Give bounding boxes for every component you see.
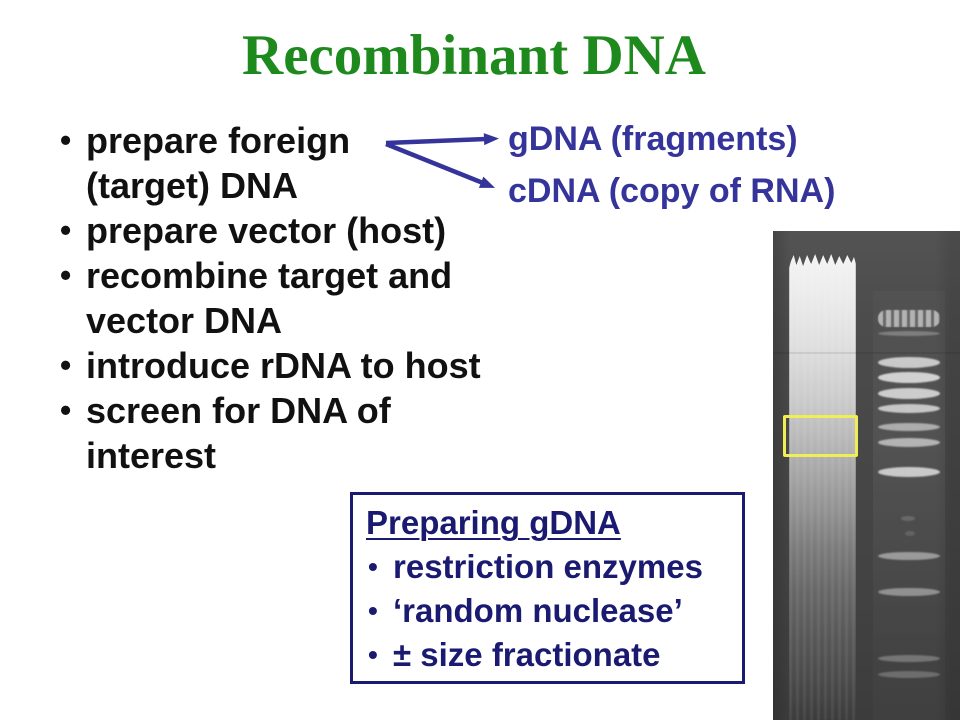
bullet-line: vector DNA [86, 300, 283, 341]
branch-arrows-icon [385, 133, 499, 188]
callout-line: ‘random nuclease’ [393, 592, 683, 629]
bullet-line: prepare foreign [86, 120, 351, 161]
gel-band [878, 655, 940, 662]
gel-band [905, 531, 915, 536]
gel-band [878, 588, 940, 596]
bullet-screen: screen for DNA of interest [60, 388, 520, 478]
callout-line: restriction enzymes [393, 548, 703, 585]
arrow-to-gdna-icon [385, 133, 499, 146]
bullet-line: introduce rDNA to host [86, 345, 481, 386]
gel-band [878, 372, 940, 383]
bullet-prepare-foreign: prepare foreign (target) DNA [60, 118, 520, 208]
callout-bullet-restriction: restriction enzymes [366, 545, 732, 589]
arrow-to-cdna-icon [385, 141, 496, 188]
photo-seam [773, 352, 960, 354]
bullet-line: interest [86, 435, 217, 476]
callout-bullet-size-fractionate: ± size fractionate [366, 633, 732, 677]
gel-photo [773, 231, 960, 720]
bullet-line: recombine target and [86, 255, 453, 296]
gel-band [878, 310, 940, 327]
ladder-bands [875, 231, 945, 720]
gel-band [878, 331, 940, 336]
preparing-gdna-box: Preparing gDNA restriction enzymes ‘rand… [350, 492, 745, 684]
bullet-line: prepare vector (host) [86, 210, 447, 251]
gel-band [878, 388, 940, 399]
gel-band [878, 404, 940, 413]
callout-bullet-random-nuclease: ‘random nuclease’ [366, 589, 732, 633]
bullet-recombine: recombine target and vector DNA [60, 253, 520, 343]
gel-band [901, 516, 915, 521]
gel-band [878, 671, 940, 678]
bullet-prepare-vector: prepare vector (host) [60, 208, 520, 253]
callout-heading: Preparing gDNA [366, 504, 621, 541]
main-bullet-list: prepare foreign (target) DNA prepare vec… [60, 118, 520, 478]
gel-band [878, 438, 940, 447]
slide-title: Recombinant DNA [242, 24, 706, 87]
gel-band [878, 357, 940, 368]
genomic-dna-smear-lane [789, 254, 856, 720]
gel-band [878, 552, 940, 560]
label-gdna: gDNA (fragments) [508, 120, 798, 158]
bullet-introduce-rdna: introduce rDNA to host [60, 343, 520, 388]
gel-band [878, 467, 940, 477]
bullet-line: (target) DNA [86, 165, 298, 206]
callout-line: ± size fractionate [393, 636, 661, 673]
gel-band [878, 423, 940, 431]
bullet-line: screen for DNA of [86, 390, 391, 431]
label-cdna: cDNA (copy of RNA) [508, 172, 836, 210]
size-selection-highlight [783, 415, 858, 457]
